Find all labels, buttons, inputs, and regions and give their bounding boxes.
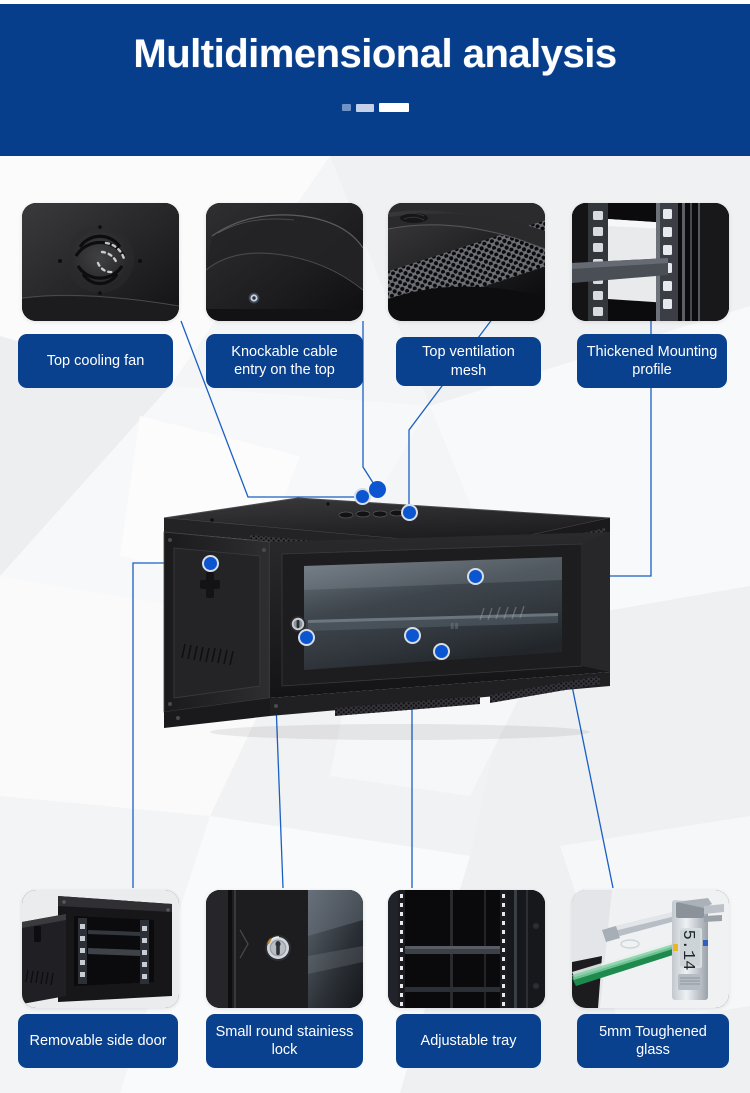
- header-decoration: [341, 103, 409, 112]
- page-header: Multidimensional analysis: [0, 4, 750, 156]
- decoration-bar-small: [341, 104, 351, 111]
- product-hero-image: ▮▮: [150, 480, 620, 750]
- photo-small-round-lock: [206, 890, 363, 1008]
- pill-label: Adjustable tray: [420, 1032, 517, 1049]
- callout-dot-toughened-glass[interactable]: [433, 643, 450, 660]
- page-title: Multidimensional analysis: [133, 32, 617, 76]
- pill-label: Top ventilation mesh: [422, 344, 515, 379]
- pill-label: Top cooling fan: [46, 352, 145, 369]
- pill-toughened-glass[interactable]: 5mm Toughened glass: [577, 1014, 729, 1068]
- photo-removable-side-door: [22, 890, 179, 1008]
- callout-dot-cable-entry[interactable]: [369, 481, 386, 498]
- callout-dot-ventilation-mesh[interactable]: [401, 504, 418, 521]
- pill-small-round-lock[interactable]: Small round stainiess lock: [206, 1014, 363, 1068]
- photo-toughened-glass-caliper: 5.14: [572, 890, 729, 1008]
- pill-thickened-mounting-profile[interactable]: Thickened Mounting profile: [577, 334, 727, 388]
- photo-knockable-cable-entry: [206, 203, 363, 321]
- pill-top-ventilation-mesh[interactable]: Top ventilation mesh: [396, 337, 541, 386]
- pill-knockable-cable-entry[interactable]: Knockable cable entry on the top: [206, 334, 363, 388]
- pill-label: Knockable cable entry on the top: [231, 343, 338, 378]
- pill-label: Thickened Mounting profile: [586, 343, 718, 378]
- pill-removable-side-door[interactable]: Removable side door: [18, 1014, 178, 1068]
- photo-adjustable-tray: [388, 890, 545, 1008]
- photo-thickened-mounting-profile: [572, 203, 729, 321]
- pill-label: Small round stainiess lock: [215, 1023, 354, 1058]
- callout-dot-adjustable-tray[interactable]: [404, 627, 421, 644]
- photo-top-ventilation-mesh: [388, 203, 545, 321]
- pill-top-cooling-fan[interactable]: Top cooling fan: [18, 334, 173, 388]
- photo-top-cooling-fan: [22, 203, 179, 321]
- decoration-bar-large: [378, 103, 409, 112]
- callout-dot-mounting-profile[interactable]: [467, 568, 484, 585]
- pill-adjustable-tray[interactable]: Adjustable tray: [396, 1014, 541, 1068]
- pill-label: 5mm Toughened glass: [599, 1023, 707, 1058]
- callout-dot-cooling-fan[interactable]: [354, 488, 371, 505]
- svg-text:▮▮: ▮▮: [450, 621, 459, 630]
- decoration-bar-medium: [355, 103, 374, 112]
- callout-dot-lock[interactable]: [298, 629, 315, 646]
- callout-dot-side-door[interactable]: [202, 555, 219, 572]
- svg-text:5.14: 5.14: [678, 930, 697, 971]
- pill-label: Removable side door: [29, 1032, 167, 1049]
